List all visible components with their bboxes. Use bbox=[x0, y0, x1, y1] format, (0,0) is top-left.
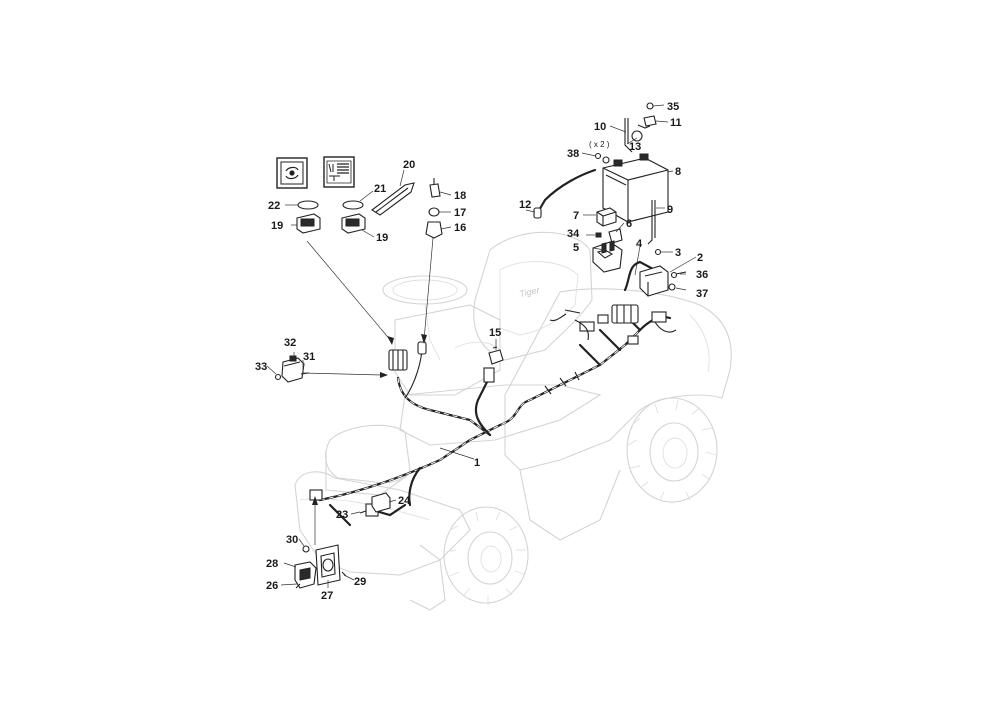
leader-lines bbox=[266, 104, 697, 588]
front-connectors bbox=[359, 492, 391, 514]
callout-22: 22 bbox=[268, 200, 280, 212]
battery-cables bbox=[533, 102, 659, 292]
decal-blade-engage bbox=[276, 157, 308, 189]
callout-26: 26 bbox=[266, 580, 278, 592]
callout-38: 38 bbox=[567, 148, 579, 160]
seat-logo: Tiger bbox=[518, 285, 541, 299]
callout-8: 8 bbox=[675, 166, 681, 178]
callout-24: 24 bbox=[398, 495, 411, 507]
quantity-note: ( x 2 ) bbox=[589, 140, 610, 149]
callout-23: 23 bbox=[336, 509, 348, 521]
bracket-assembly bbox=[549, 248, 687, 322]
callout-13: 13 bbox=[629, 141, 641, 153]
callout-36: 36 bbox=[696, 269, 708, 281]
callout-15: 15 bbox=[489, 327, 501, 339]
callout-17: 17 bbox=[454, 207, 466, 219]
callout-34: 34 bbox=[567, 228, 580, 240]
headlight-assembly bbox=[294, 544, 347, 589]
callout-5: 5 bbox=[573, 242, 579, 254]
callout-10: 10 bbox=[594, 121, 606, 133]
callout-37: 37 bbox=[696, 288, 708, 300]
callout-30: 30 bbox=[286, 534, 298, 546]
callout-9: 9 bbox=[667, 204, 673, 216]
module-32 bbox=[274, 355, 310, 383]
battery-strap bbox=[647, 200, 656, 245]
rocker-switches bbox=[296, 213, 366, 234]
callout-31: 31 bbox=[303, 351, 315, 363]
callout-2: 2 bbox=[697, 252, 703, 264]
callout-6: 6 bbox=[626, 218, 632, 230]
callout-21: 21 bbox=[374, 183, 386, 195]
callout-labels: 1 2 3 4 5 6 7 8 9 10 11 12 13 15 16 17 1… bbox=[255, 101, 708, 602]
decal-light-switch bbox=[323, 156, 355, 188]
key-switch-parts bbox=[425, 178, 443, 239]
callout-33: 33 bbox=[255, 361, 267, 373]
callout-27: 27 bbox=[321, 590, 333, 602]
callout-35: 35 bbox=[667, 101, 679, 113]
callout-4: 4 bbox=[636, 238, 643, 250]
callout-19-right: 19 bbox=[376, 232, 388, 244]
callout-12: 12 bbox=[519, 199, 531, 211]
callout-19-left: 19 bbox=[271, 220, 283, 232]
callout-7: 7 bbox=[573, 210, 579, 222]
callout-18: 18 bbox=[454, 190, 466, 202]
main-wiring-harness bbox=[310, 313, 672, 527]
callout-29: 29 bbox=[354, 576, 366, 588]
switch-caps bbox=[297, 200, 364, 210]
callout-32: 32 bbox=[284, 337, 296, 349]
callout-20: 20 bbox=[403, 159, 415, 171]
indicator-arrows bbox=[302, 237, 434, 545]
blade-key bbox=[371, 182, 415, 216]
fuse-relay-parts bbox=[592, 207, 623, 273]
callout-28: 28 bbox=[266, 558, 278, 570]
callout-3: 3 bbox=[675, 247, 681, 259]
callout-11: 11 bbox=[670, 117, 682, 129]
callout-16: 16 bbox=[454, 222, 466, 234]
callout-1: 1 bbox=[474, 457, 480, 469]
